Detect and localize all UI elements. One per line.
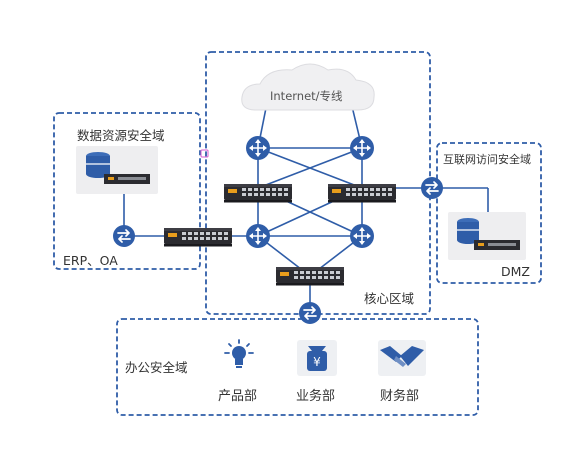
core-router-icon	[245, 223, 271, 249]
switch-icon	[112, 224, 136, 248]
core-router-icon	[349, 135, 375, 161]
data-resource-zone-label: 数据资源安全域	[77, 128, 165, 143]
handshake-icon	[378, 340, 426, 376]
data-resource-zone-border	[53, 112, 201, 270]
department-label-business: 业务部	[296, 389, 336, 404]
cloud-label: Internet/专线	[270, 89, 343, 103]
data-server-icon	[76, 146, 158, 194]
firewall-device-icon	[328, 184, 396, 203]
aggregation-device-icon	[276, 267, 344, 286]
cloud-icon	[241, 63, 375, 111]
dmz-server-icon	[448, 212, 526, 260]
switch-icon	[420, 176, 444, 200]
department-label-finance: 财务部	[380, 389, 420, 404]
decorative-mark	[200, 149, 209, 158]
core-router-icon	[245, 135, 271, 161]
money-bag-icon: ¥	[297, 340, 337, 376]
core-zone-label: 核心区域	[364, 291, 415, 306]
department-label-product: 产品部	[218, 389, 258, 404]
switch-icon	[298, 301, 322, 325]
office-zone-border	[116, 318, 479, 416]
dmz-label: DMZ	[501, 264, 530, 279]
firewall-device-icon	[224, 184, 292, 203]
access-device-icon	[164, 228, 232, 247]
lightbulb-icon	[220, 339, 258, 375]
svg-text:¥: ¥	[313, 355, 321, 369]
erp-oa-label: ERP、OA	[63, 253, 118, 268]
core-router-icon	[349, 223, 375, 249]
office-zone-label: 办公安全域	[125, 360, 188, 375]
internet-access-zone-label: 互联网访问安全域	[443, 153, 531, 166]
